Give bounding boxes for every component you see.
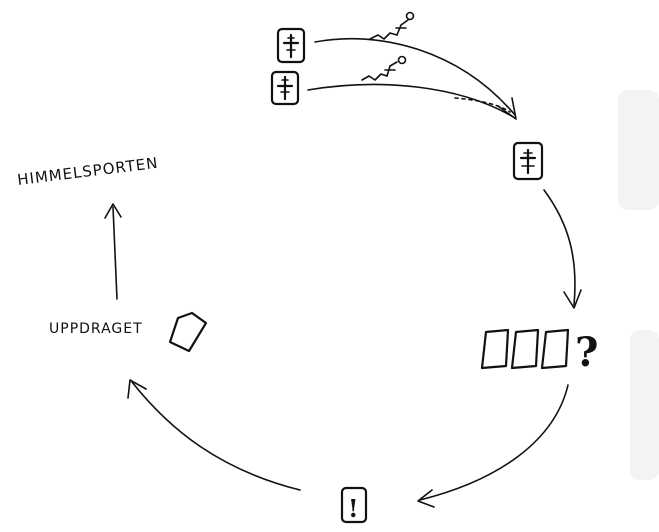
- card-cross-right: [512, 141, 544, 181]
- three-cards: [480, 328, 570, 370]
- exclamation-mark: !: [348, 494, 359, 523]
- paper-smudges: [618, 90, 659, 480]
- figure-upper: [369, 11, 415, 40]
- arrow-card-to-cards: [543, 189, 582, 309]
- task-label: UPPDRAGET: [49, 321, 143, 337]
- arrow-cards-to-exclamation: [417, 384, 569, 508]
- arrow-exclamation-to-task: [127, 379, 301, 491]
- question-mark: ?: [575, 329, 598, 376]
- arrow-task-to-destination: [104, 203, 122, 300]
- card-exclamation: !: [340, 486, 368, 524]
- travel-lines: [307, 37, 517, 120]
- task-card: [168, 311, 208, 353]
- destination-label: HIMMELSPORTEN: [16, 154, 159, 189]
- figure-lower: [361, 55, 407, 81]
- card-cross-top: [276, 27, 306, 64]
- card-cross-bottom: [270, 70, 300, 106]
